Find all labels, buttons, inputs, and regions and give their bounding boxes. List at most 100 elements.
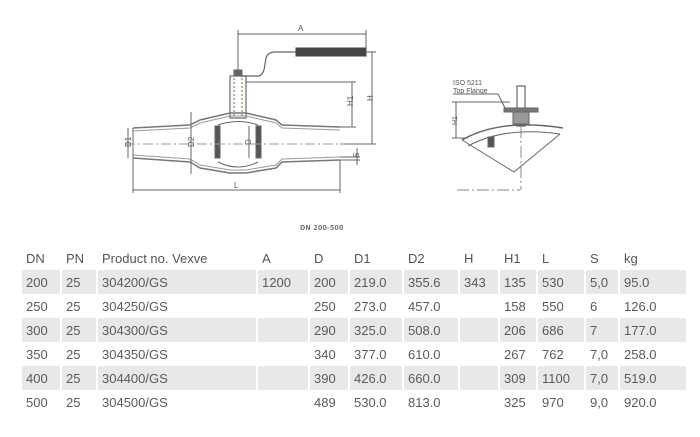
cell: 350 (26, 346, 48, 362)
cell: 343 (460, 270, 498, 294)
cell: 686 (538, 318, 584, 342)
cell: 135 (500, 270, 536, 294)
cell: 304200/GS (98, 270, 256, 294)
cell: 1100 (538, 366, 584, 390)
header-a: A (262, 250, 271, 266)
cell: 489 (314, 394, 336, 410)
cell: 457.0 (408, 298, 441, 314)
cell (460, 342, 498, 366)
cell: 550 (542, 298, 564, 314)
svg-text:D2: D2 (187, 136, 196, 147)
header-s: S (590, 250, 599, 266)
cell (258, 318, 308, 342)
cell: 7 (586, 318, 618, 342)
cell: 126.0 (624, 298, 657, 314)
header-product: Product no. Vexve (102, 250, 208, 266)
cell (460, 294, 498, 318)
svg-text:D: D (244, 139, 253, 145)
cell: 377.0 (354, 346, 387, 362)
svg-text:H1: H1 (452, 116, 459, 125)
header-h1: H1 (504, 250, 521, 266)
cell: 325.0 (350, 318, 402, 342)
cell: 6 (590, 298, 598, 314)
cell: 304400/GS (98, 366, 256, 390)
cell (258, 294, 308, 318)
svg-text:A: A (298, 24, 304, 33)
cell: 500 (26, 394, 48, 410)
cell: 813.0 (408, 394, 441, 410)
cell: 9,0 (590, 394, 609, 410)
cell: 970 (542, 394, 564, 410)
svg-text:L: L (234, 181, 239, 190)
cell: 25 (62, 318, 96, 342)
cell: 5,0 (586, 270, 618, 294)
svg-text:H1: H1 (346, 95, 355, 106)
cell: 267 (504, 346, 526, 362)
cell: 300 (22, 318, 60, 342)
cell: 250 (26, 298, 48, 314)
cell: 273.0 (354, 298, 387, 314)
svg-text:Top Flange: Top Flange (453, 88, 488, 95)
cell (258, 342, 308, 366)
cell: 177.0 (620, 318, 686, 342)
header-d: D (314, 250, 324, 266)
cell (258, 390, 308, 414)
cell: 530.0 (354, 394, 387, 410)
cell: 340 (314, 346, 336, 362)
header-pn: PN (66, 250, 85, 266)
valve-technical-drawing: A H H1 D1 D2 D L S ISO 5211 Top Flange H… (124, 24, 564, 193)
header-d1: D1 (354, 250, 371, 266)
table-row: 250 25 304250/GS 250 273.0 457.0 158 550 6 126.0 (22, 294, 686, 318)
cell (460, 390, 498, 414)
cell: 1200 (258, 270, 308, 294)
cell: 355.6 (404, 270, 458, 294)
cell: 258.0 (624, 346, 657, 362)
svg-text:S: S (352, 153, 361, 158)
cell: 290 (310, 318, 348, 342)
cell (460, 366, 498, 390)
header-h: H (464, 250, 474, 266)
header-kg: kg (624, 250, 638, 266)
cell: 25 (66, 298, 81, 314)
cell: 25 (66, 346, 81, 362)
cell: 304250/GS (102, 298, 168, 314)
dimensions-table: DN PN Product no. Vexve A D D1 D2 H H1 L… (20, 246, 688, 414)
cell: 325 (504, 394, 526, 410)
cell: 219.0 (350, 270, 402, 294)
cell: 304300/GS (98, 318, 256, 342)
table-header-row: DN PN Product no. Vexve A D D1 D2 H H1 L… (22, 246, 686, 270)
cell (460, 318, 498, 342)
cell: 519.0 (620, 366, 686, 390)
table-row: 350 25 304350/GS 340 377.0 610.0 267 762 7,0 258.… (22, 342, 686, 366)
cell (258, 366, 308, 390)
cell: 762 (542, 346, 564, 362)
cell: 200 (22, 270, 60, 294)
header-l: L (542, 250, 550, 266)
svg-text:ISO 5211: ISO 5211 (453, 80, 482, 87)
cell: 426.0 (350, 366, 402, 390)
cell: 25 (66, 394, 81, 410)
cell: 95.0 (620, 270, 686, 294)
cell: 530 (538, 270, 584, 294)
cell: 304350/GS (102, 346, 168, 362)
svg-text:D1: D1 (124, 136, 133, 147)
cell: 250 (314, 298, 336, 314)
header-dn: DN (26, 250, 45, 266)
cell: 508.0 (404, 318, 458, 342)
cell: 7,0 (590, 346, 609, 362)
cell: 7,0 (586, 366, 618, 390)
cell: 920.0 (624, 394, 657, 410)
cell: 304500/GS (102, 394, 168, 410)
cell: 158 (504, 298, 526, 314)
header-d2: D2 (408, 250, 425, 266)
cell: 400 (22, 366, 60, 390)
cell: 309 (500, 366, 536, 390)
table-row: 500 25 304500/GS 489 530.0 813.0 325 970 9,0 920.… (22, 390, 686, 414)
range-caption: DN 200-500 (300, 224, 344, 232)
cell: 610.0 (408, 346, 441, 362)
cell: 200 (310, 270, 348, 294)
cell: 25 (62, 270, 96, 294)
